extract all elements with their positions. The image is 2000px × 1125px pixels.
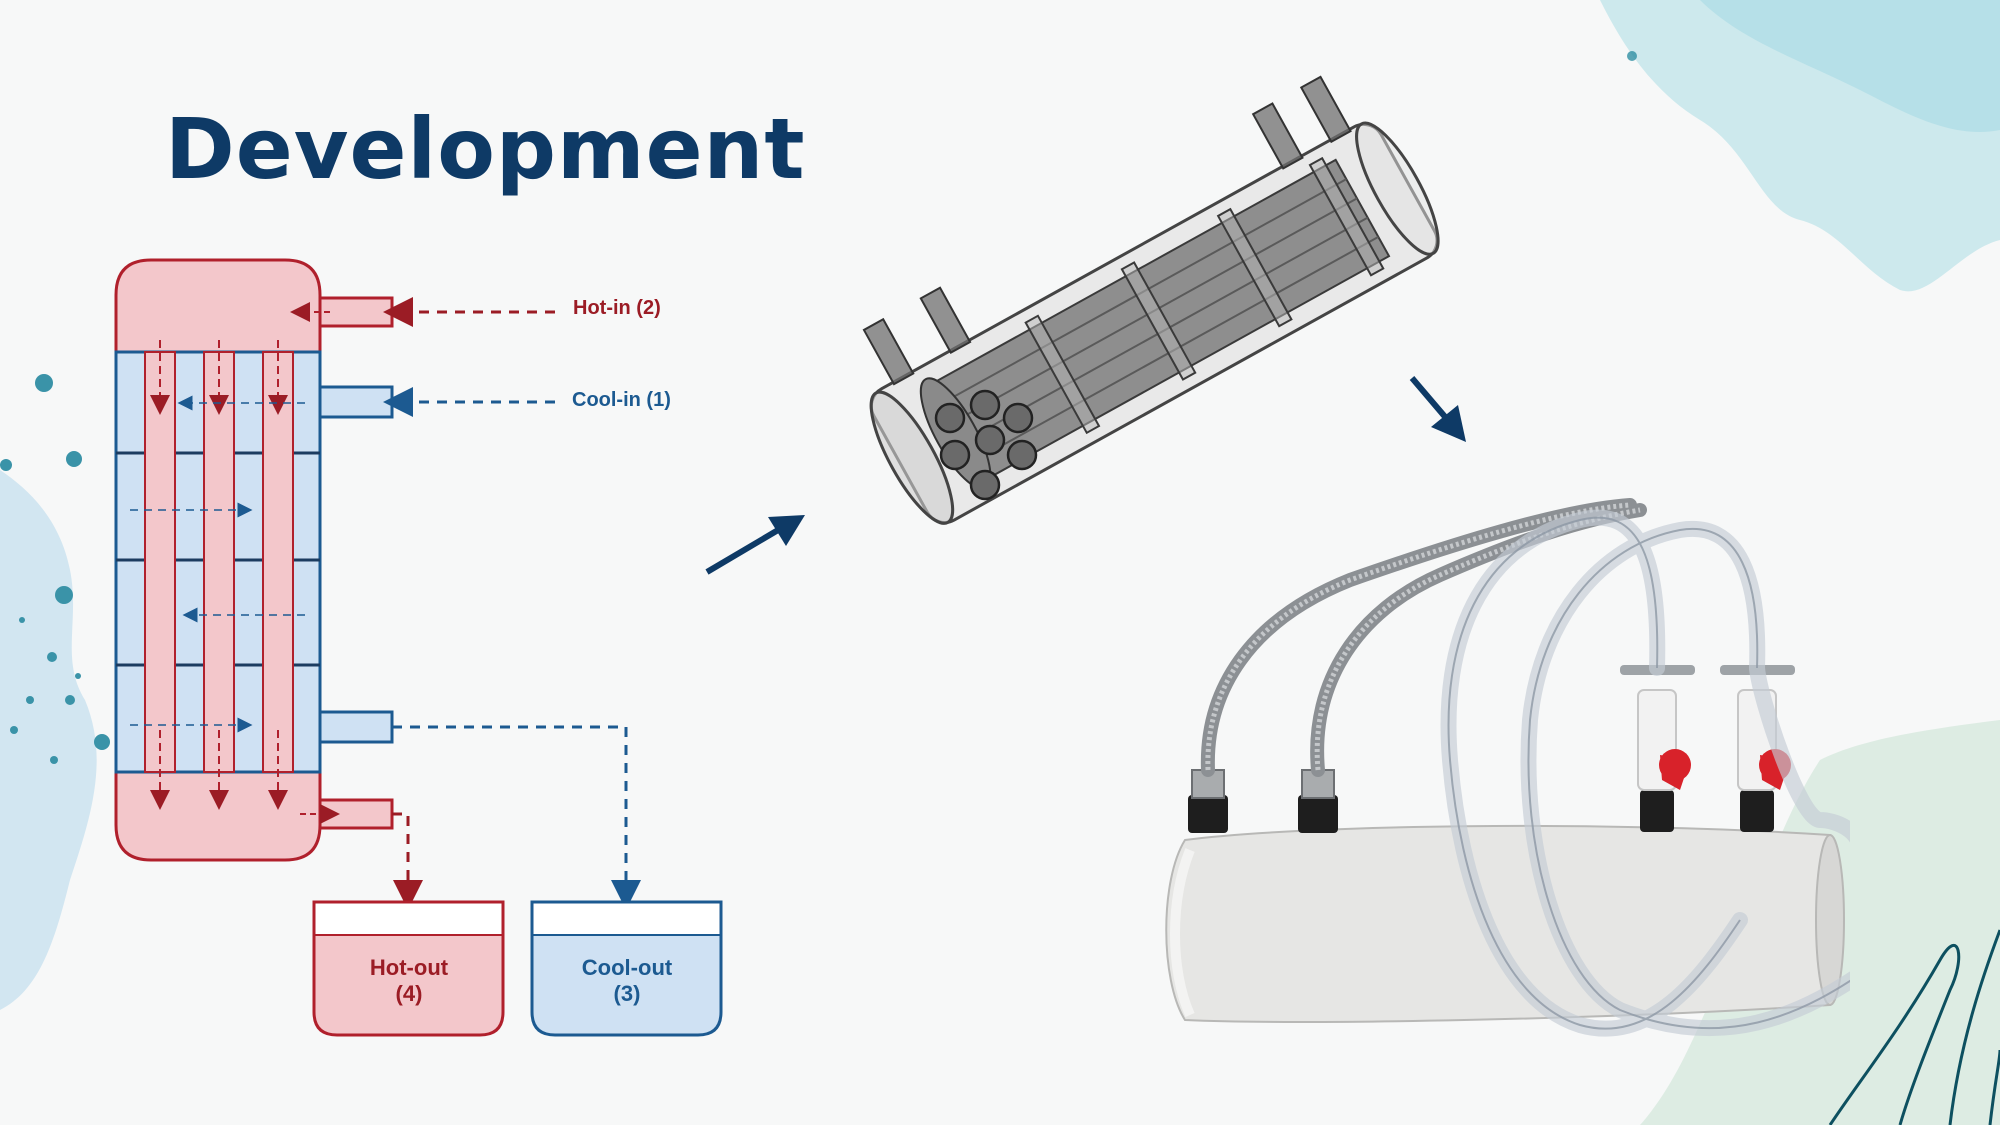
tube-bundle (144, 351, 294, 773)
cool-in-label: Cool-in (1) (572, 389, 671, 411)
cad-model-image (862, 75, 1440, 525)
prototype-photo (1165, 498, 1850, 1037)
arrow-to-model-icon (705, 515, 805, 575)
hot-in-nozzle (318, 296, 394, 328)
hot-inlet-header (114, 258, 322, 354)
hot-out-flow-line (392, 812, 423, 910)
arrow-to-prototype-icon (1409, 376, 1466, 442)
slide-title: Development (165, 100, 806, 198)
hot-out-label: Hot-out (370, 955, 449, 980)
cool-out-nozzle (318, 710, 394, 744)
cool-out-flow-line (392, 725, 641, 910)
cool-out-label: Cool-out (582, 955, 673, 980)
hot-out-number: (4) (396, 981, 423, 1006)
hot-out-nozzle (318, 798, 394, 830)
cool-out-number: (3) (614, 981, 641, 1006)
hot-in-label: Hot-in (2) (573, 297, 661, 319)
cool-in-nozzle (318, 385, 394, 419)
